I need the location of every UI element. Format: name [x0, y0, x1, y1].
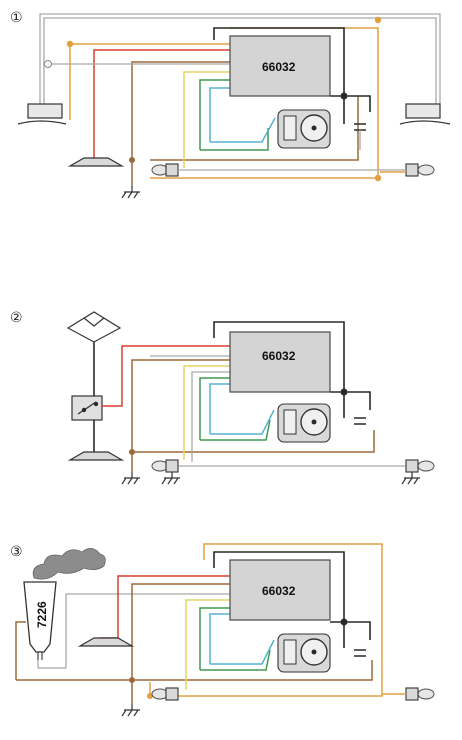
orange-junction-top — [374, 16, 382, 24]
brown-junction — [129, 157, 135, 163]
capacitor-symbol-2 — [354, 417, 366, 425]
brown-junction-2 — [129, 449, 135, 455]
brown-wire-2 — [131, 359, 230, 472]
panel-1: ① 66032 — [10, 10, 451, 199]
uncoupler-left — [17, 103, 67, 125]
panel-3: ③ 7226 66032 — [10, 543, 435, 717]
blue-wire-2 — [209, 383, 230, 434]
lamp-rear — [405, 163, 435, 177]
panel-2: ② — [10, 310, 435, 485]
panel-number-2: ② — [10, 310, 23, 326]
lamp-rear-2 — [405, 459, 435, 473]
red-wire — [93, 49, 230, 160]
yellow-wire-3 — [185, 599, 230, 690]
lamp-rear-3 — [405, 687, 435, 701]
blue-wire-3 — [209, 613, 230, 664]
gray-junction — [44, 60, 52, 68]
green-wire-2 — [199, 377, 230, 440]
black-junction-2 — [340, 388, 348, 396]
green-wire — [199, 79, 230, 150]
sound-device — [277, 109, 331, 149]
controller-label: 66032 — [262, 60, 296, 74]
gray-wire-3 — [37, 593, 230, 669]
lamp-front-3 — [151, 687, 179, 701]
green-wire-2b — [200, 419, 271, 441]
gray-lamp-wire-2 — [176, 460, 413, 467]
capacitor-symbol-3 — [354, 649, 366, 657]
brown-wire-2b — [132, 430, 375, 453]
gray-wire-2 — [43, 17, 437, 104]
sound-device-2 — [277, 403, 331, 443]
black-wire-2 — [213, 321, 345, 418]
brown-junction-3 — [129, 677, 135, 683]
uncoupler-right — [399, 103, 451, 125]
controller-module — [229, 35, 331, 97]
orange-junction-bottom — [374, 174, 382, 182]
pantograph — [66, 311, 122, 396]
black-wire-3b — [330, 621, 371, 640]
ground-symbol-2a — [121, 472, 140, 485]
overhead-switch — [71, 395, 103, 421]
ground-symbol-3 — [121, 704, 140, 717]
ground-symbol-2c — [401, 472, 420, 485]
lamp-front-2 — [151, 459, 179, 473]
gray-wire — [39, 13, 441, 104]
brown-wire-3c — [131, 583, 230, 704]
blue-wire — [209, 87, 230, 142]
controller-module-3 — [229, 559, 331, 621]
black-junction-3 — [340, 618, 348, 626]
blue-wire-3b — [210, 639, 275, 665]
black-wire-2b — [330, 391, 371, 410]
pickup-shoe — [67, 157, 125, 167]
orange-wire-3 — [178, 543, 383, 697]
controller-label-2: 66032 — [262, 349, 296, 363]
yellow-wire-2 — [183, 365, 230, 460]
red-wire-2 — [102, 345, 230, 407]
black-wire-3 — [213, 551, 345, 648]
capacitor-symbol — [354, 123, 366, 131]
pickup-shoe-3 — [77, 637, 135, 647]
ground-symbol — [121, 186, 140, 199]
panel-number-3: ③ — [10, 544, 23, 560]
smoke-generator — [23, 581, 57, 660]
black-junction — [340, 92, 348, 100]
black-wire — [213, 27, 345, 124]
pickup-shoe-2 — [67, 451, 125, 461]
smoke-plume — [32, 548, 106, 580]
blue-wire-2b — [210, 409, 275, 435]
orange-junction-3 — [147, 693, 153, 699]
smoke-generator-label: 7226 — [35, 601, 49, 628]
brown-wire-3a — [15, 621, 26, 680]
white-wire-2 — [191, 371, 230, 462]
controller-module-2 — [229, 331, 331, 393]
yellow-wire — [183, 71, 230, 168]
green-wire-3b — [200, 649, 271, 671]
brown-wire-bottom — [150, 96, 359, 161]
brown-wire — [131, 61, 230, 186]
blue-wire-2 — [210, 117, 276, 143]
black-wire-2 — [330, 95, 371, 112]
orange-junction — [66, 40, 74, 48]
panel-number-1: ① — [10, 10, 23, 26]
green-wire-2 — [200, 128, 269, 151]
lamp-front — [151, 163, 179, 177]
sound-device-3 — [277, 633, 331, 673]
green-wire-3 — [199, 607, 230, 670]
controller-label-3: 66032 — [262, 584, 296, 598]
ground-symbol-2b — [161, 472, 180, 485]
